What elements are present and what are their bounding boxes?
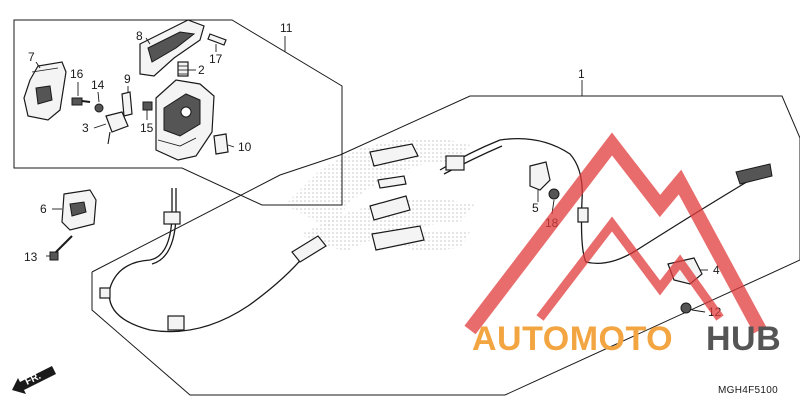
clip-part (121, 91, 133, 117)
cable-clip-part (213, 133, 229, 155)
bolt-part-13 (49, 235, 73, 261)
pin-part (207, 33, 227, 46)
cover-part (61, 189, 97, 231)
assembly-frame-11 (13, 19, 343, 206)
callout-7: 7 (28, 50, 35, 64)
watermark-inner-triangle (536, 216, 724, 321)
callout-1: 1 (578, 67, 585, 81)
callout-10: 10 (238, 140, 252, 154)
spring-part (177, 61, 189, 77)
callout-2: 2 (198, 63, 205, 77)
screw-part-16 (71, 97, 91, 106)
automotohub-watermark: AUTOMOTO HUB (464, 132, 781, 358)
callout-9: 9 (124, 72, 131, 86)
leader-lines (35, 36, 708, 313)
lever-grip-part (139, 19, 205, 77)
watermark-triangle-logo (464, 132, 767, 335)
callout-6: 6 (40, 202, 47, 216)
callout-16: 16 (70, 67, 84, 81)
bolt-part-12 (680, 302, 692, 314)
diagram-reference-code: MGH4F5100 (718, 385, 778, 396)
nut-part-15 (142, 101, 153, 111)
callout-5: 5 (532, 201, 539, 215)
callout-13: 13 (24, 250, 38, 264)
cable-grommet-parts (369, 143, 425, 251)
switch-part (105, 111, 129, 145)
callout-14: 14 (91, 78, 105, 92)
bracket-part-5 (529, 161, 551, 191)
parking-brake-cable-left (99, 188, 327, 333)
callout-11: 11 (280, 21, 293, 35)
lever-housing-part (155, 79, 215, 161)
callout-17: 17 (209, 52, 223, 66)
front-direction-arrow: FR. (12, 366, 56, 394)
assembly-frame-1 (91, 95, 800, 396)
parking-brake-cable-right (439, 137, 773, 265)
callout-8: 8 (136, 29, 143, 43)
callout-4: 4 (713, 263, 720, 277)
callout-3: 3 (82, 121, 89, 135)
bolt-part-18 (548, 188, 560, 200)
assembly-frame-1-edge (91, 154, 341, 273)
washer-part (94, 103, 104, 113)
watermark-brand-auto-moto: AUTOMOTO (472, 320, 673, 358)
switch-cover-part (23, 61, 67, 121)
watermark-brand-hub: HUB (706, 320, 781, 358)
callout-15: 15 (140, 121, 154, 135)
